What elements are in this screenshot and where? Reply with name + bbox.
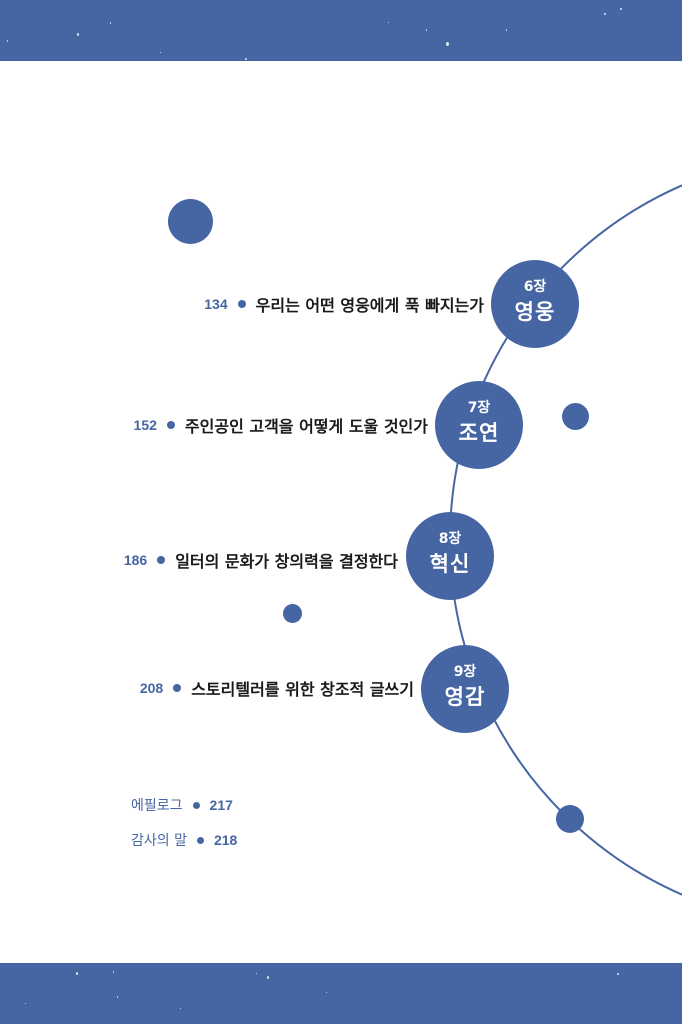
bullet-icon bbox=[237, 300, 246, 308]
chapter-number: 6장 bbox=[523, 279, 547, 295]
chapter-title: 일터의 문화가 창의력을 결정한다 bbox=[175, 552, 398, 571]
decorative-dot bbox=[556, 805, 584, 833]
chapter-title: 우리는 어떤 영웅에게 푹 빠지는가 bbox=[255, 296, 484, 315]
bottom-decorative-band bbox=[0, 963, 682, 1024]
section-label: 에필로그 bbox=[131, 798, 183, 814]
toc-entry-chapter-6[interactable]: 134 우리는 어떤 영웅에게 푹 빠지는가 bbox=[204, 292, 484, 316]
page-number: 218 bbox=[213, 832, 238, 848]
bullet-icon bbox=[173, 684, 182, 692]
decorative-dot bbox=[562, 403, 589, 430]
page-number: 208 bbox=[139, 680, 164, 696]
toc-entry-epilogue[interactable]: 에필로그 217 bbox=[131, 795, 233, 815]
chapter-9-badge: 9장 영감 bbox=[421, 645, 509, 733]
decorative-dot bbox=[168, 199, 213, 244]
chapter-6-badge: 6장 영웅 bbox=[491, 260, 579, 348]
chapter-name: 영감 bbox=[444, 685, 486, 709]
bullet-icon bbox=[192, 801, 200, 809]
top-decorative-band bbox=[0, 0, 682, 61]
toc-entry-chapter-7[interactable]: 152 주인공인 고객을 어떻게 도울 것인가 bbox=[134, 413, 428, 437]
chapter-name: 조연 bbox=[458, 421, 500, 445]
toc-entry-acknowledgements[interactable]: 감사의 말 218 bbox=[131, 830, 237, 850]
page-number: 134 bbox=[204, 296, 228, 312]
section-label: 감사의 말 bbox=[131, 833, 187, 849]
toc-entry-chapter-8[interactable]: 186 일터의 문화가 창의력을 결정한다 bbox=[124, 548, 398, 572]
chapter-name: 혁신 bbox=[429, 552, 471, 576]
chapter-number: 8장 bbox=[438, 531, 462, 547]
decorative-dot bbox=[283, 604, 302, 623]
chapter-number: 7장 bbox=[467, 400, 491, 416]
bullet-icon bbox=[166, 421, 175, 429]
page-number: 186 bbox=[123, 552, 148, 568]
chapter-7-badge: 7장 조연 bbox=[435, 381, 523, 469]
toc-entry-chapter-9[interactable]: 208 스토리텔러를 위한 창조적 글쓰기 bbox=[140, 676, 414, 700]
chapter-number: 9장 bbox=[453, 664, 477, 680]
bullet-icon bbox=[196, 836, 204, 844]
chapter-8-badge: 8장 혁신 bbox=[406, 512, 494, 600]
page-number: 152 bbox=[133, 417, 157, 433]
page-number: 217 bbox=[209, 797, 233, 813]
chapter-title: 스토리텔러를 위한 창조적 글쓰기 bbox=[191, 680, 414, 699]
bullet-icon bbox=[157, 556, 166, 564]
chapter-title: 주인공인 고객을 어떻게 도울 것인가 bbox=[184, 417, 428, 436]
chapter-name: 영웅 bbox=[514, 300, 556, 324]
